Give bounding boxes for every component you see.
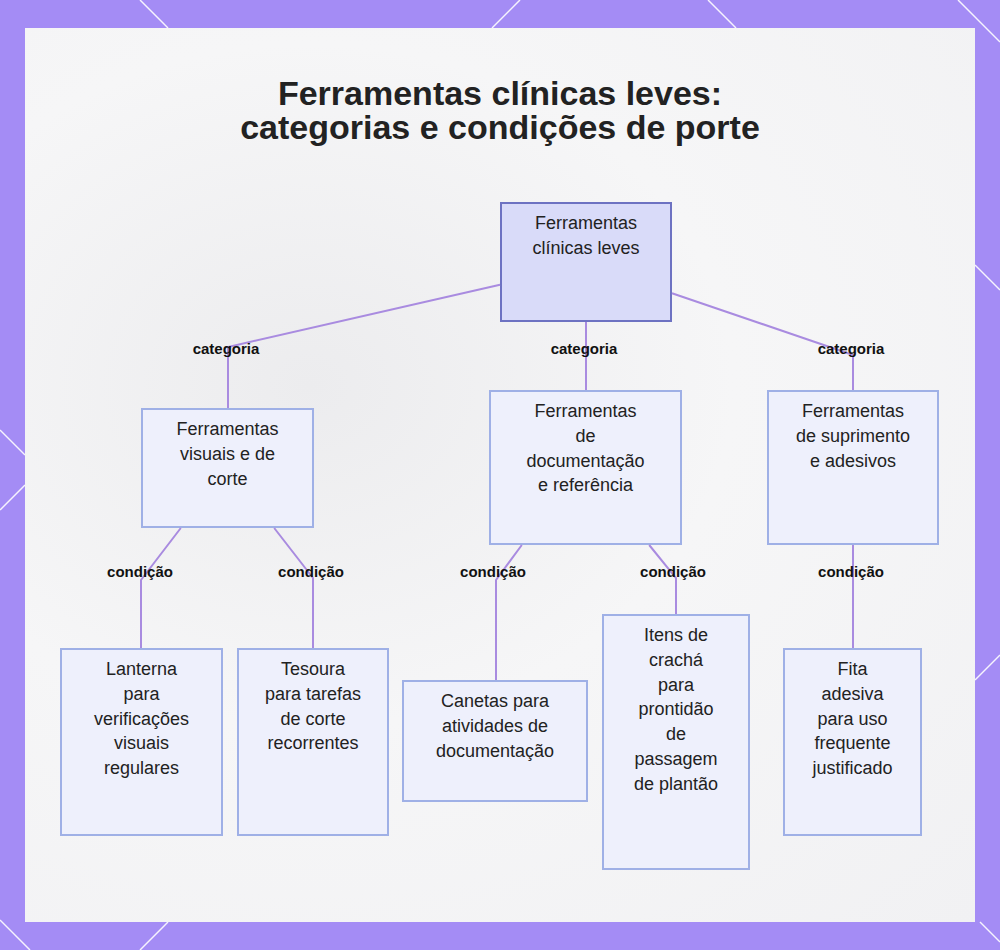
edge-label: condição <box>278 563 344 580</box>
edge-label: condição <box>460 563 526 580</box>
node-text: Ferramentas clínicas leves <box>532 211 640 261</box>
node-text: Ferramentas visuais e de corte <box>164 417 292 491</box>
category-box: Canetas para atividades de documentação <box>402 680 588 802</box>
diagram-title: Ferramentas clínicas leves: categorias e… <box>200 76 800 144</box>
category-box: Ferramentas visuais e de corte <box>141 408 314 528</box>
category-box: Tesoura para tarefas de corte recorrente… <box>237 648 389 836</box>
connector <box>228 285 500 408</box>
node-text: Ferramentas de suprimento e adesivos <box>791 399 916 473</box>
node-text: Lanterna para verificações visuais regul… <box>89 657 194 781</box>
edge-label: categoria <box>193 340 260 357</box>
connector <box>649 545 676 614</box>
node-text: Itens de crachá para prontidão de passag… <box>631 623 721 797</box>
edge-label: categoria <box>551 340 618 357</box>
root-box: Ferramentas clínicas leves <box>500 202 672 322</box>
category-box: Lanterna para verificações visuais regul… <box>60 648 223 836</box>
category-box: Fita adesiva para uso frequente justific… <box>783 648 922 836</box>
connector <box>141 528 181 648</box>
node-text: Ferramentas de documentação e referência <box>523 399 648 498</box>
connector <box>852 545 854 648</box>
connector <box>274 528 313 648</box>
category-box: Ferramentas de documentação e referência <box>489 390 682 545</box>
edge-label: condição <box>818 563 884 580</box>
node-text: Tesoura para tarefas de corte recorrente… <box>263 657 363 756</box>
category-box: Itens de crachá para prontidão de passag… <box>602 614 750 870</box>
node-text: Fita adesiva para uso frequente justific… <box>805 657 900 781</box>
edge-label: condição <box>107 563 173 580</box>
node-text: Canetas para atividades de documentação <box>420 689 570 763</box>
edge-label: condição <box>640 563 706 580</box>
category-box: Ferramentas de suprimento e adesivos <box>767 390 939 545</box>
edge-label: categoria <box>818 340 885 357</box>
